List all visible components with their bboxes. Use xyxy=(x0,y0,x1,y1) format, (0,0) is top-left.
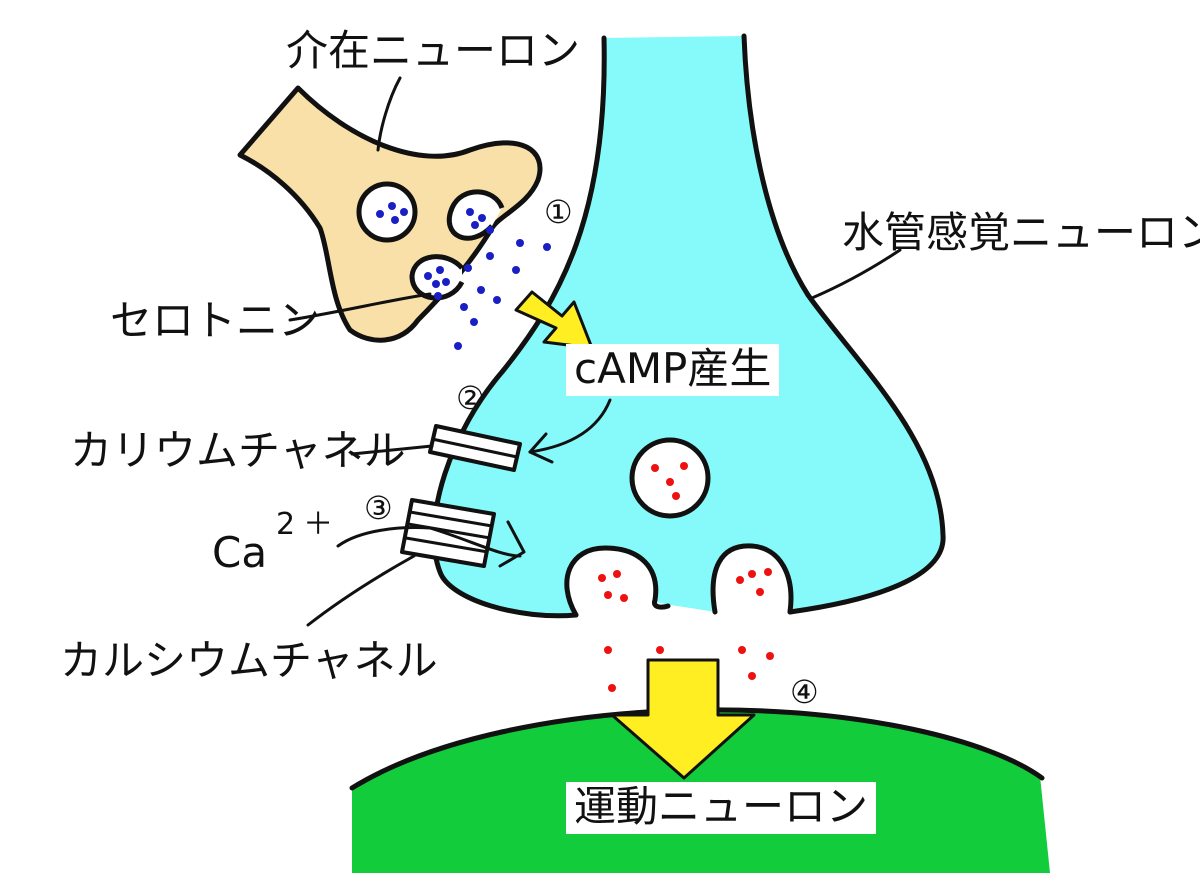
step-1-marker: ① xyxy=(544,193,573,231)
signal-arrow-motor xyxy=(610,658,756,780)
serotonin-dots xyxy=(376,202,551,350)
potassium-channel xyxy=(428,424,522,472)
step-4-marker: ④ xyxy=(790,673,819,711)
transmitter-dots xyxy=(598,462,774,692)
interneuron-vesicle xyxy=(356,181,418,243)
leader-serotonin xyxy=(288,292,432,322)
sensory-neuron-outline-left xyxy=(431,35,607,619)
camp-to-channel-arrow xyxy=(528,398,612,464)
label-potassium-channel: カリウムチャネル xyxy=(70,426,406,475)
leader-calcium-ion xyxy=(336,526,522,558)
label-serotonin: セロトニン xyxy=(110,296,321,345)
leader-calcium-channel xyxy=(306,554,416,627)
release-site-left xyxy=(564,545,671,618)
sensory-neuron-body xyxy=(433,36,944,616)
label-calcium-channel: カルシウムチャネル xyxy=(60,636,438,685)
label-motor-neuron: 運動ニューロン xyxy=(566,782,877,834)
step-3-marker: ③ xyxy=(364,489,393,527)
leader-potassium xyxy=(350,444,434,456)
calcium-influx-arrowhead xyxy=(498,520,526,568)
release-site-right xyxy=(710,543,794,615)
sensory-neuron-outline-right xyxy=(741,33,946,615)
interneuron-vesicle xyxy=(409,254,465,301)
step-2-marker: ② xyxy=(456,379,485,417)
signal-arrow-camp xyxy=(514,290,594,350)
label-calcium-ion: Ca xyxy=(212,528,268,577)
label-interneuron: 介在ニューロン xyxy=(286,26,581,75)
label-sensory-neuron: 水管感覚ニューロン xyxy=(842,208,1200,257)
interneuron-vesicle xyxy=(446,189,505,241)
label-camp: cAMP産生 xyxy=(566,344,780,396)
leader-interneuron xyxy=(376,76,402,152)
leader-sensory xyxy=(810,248,902,300)
label-calcium-superscript: 2＋ xyxy=(276,507,342,542)
